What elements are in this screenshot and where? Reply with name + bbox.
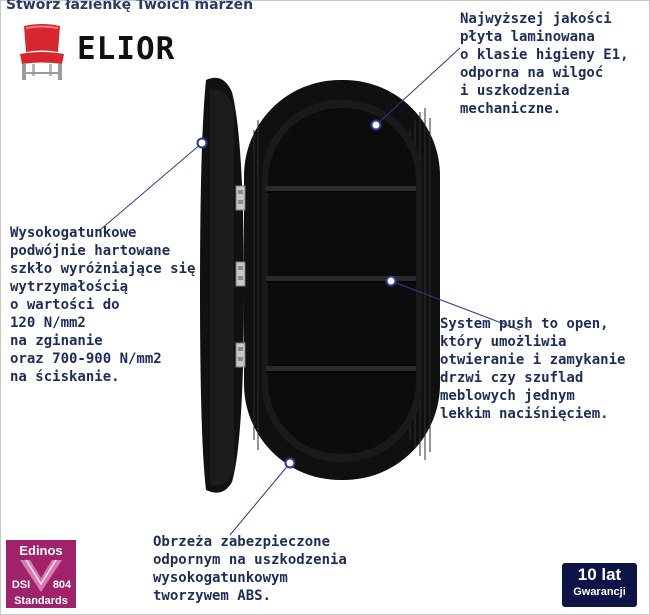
warranty-label: Gwarancji [573,586,626,598]
callout-dots [196,119,397,469]
callout-edges: Obrzeża zabezpieczone odpornym na uszkod… [153,534,347,604]
page-title: Stwórz łazienkę Twoich marzeń [6,0,254,13]
brand-logo: ELIOR [14,22,174,82]
leader-lines [99,47,521,536]
callout-push-to-open: System push to open, który umożliwia otw… [440,316,626,422]
callout-laminate: Najwyższej jakości płyta laminowana o kl… [460,11,629,117]
chair-icon [20,24,64,80]
edinos-badge-top: Edinos [19,543,62,558]
edinos-badge-code-right: 804 [53,579,72,591]
callout-glass: Wysokogatunkowe podwójnie hartowane szkł… [10,225,196,385]
cabinet-body [244,80,440,480]
hinges [235,185,246,368]
edinos-badge-code-left: DSI [12,579,30,591]
warranty-years: 10 lat [577,565,622,584]
edinos-badge: Edinos DSI 804 Standards [6,540,76,608]
warranty-badge: 10 lat Gwarancji [562,563,637,607]
brand-name: ELIOR [77,31,176,67]
edinos-badge-bottom: Standards [14,595,68,607]
